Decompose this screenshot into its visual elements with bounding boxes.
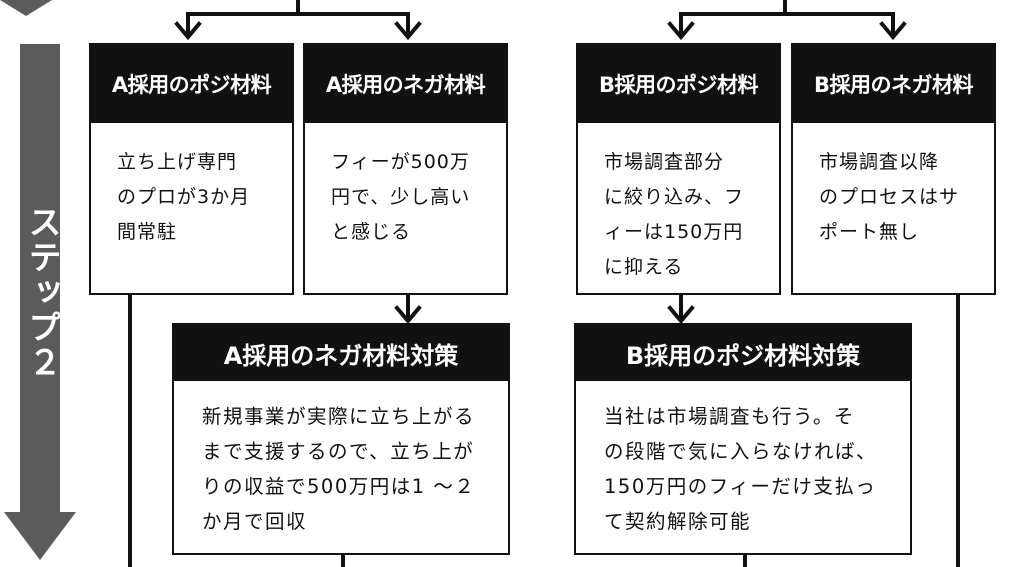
text-line: 間常駐: [117, 221, 178, 243]
b-pos-title: B採用のポジ材料: [578, 45, 779, 123]
arrow-to-b-neg: [879, 21, 907, 41]
text-line: フィーが500万: [331, 151, 470, 173]
b-neg-title: B採用のネガ材料: [793, 45, 994, 123]
text-line: に抑える: [604, 256, 684, 278]
arrow-to-a-pos: [174, 21, 202, 41]
text-line: 市場調査部分: [604, 151, 725, 173]
text-line: のプロが3か月: [117, 186, 251, 208]
text-line: 150万円のフィーだけ支払っ: [604, 475, 877, 498]
text-line: に絞り込み、フ: [604, 186, 745, 208]
text-line: 円で、少し高い: [331, 186, 471, 208]
text-line: て契約解除可能: [604, 510, 752, 533]
text-line: のプロセスはサ: [819, 186, 960, 208]
step-band: ステップ２: [0, 0, 80, 567]
a-neg-box: A採用のネガ材料 フィーが500万 円で、少し高い と感じる: [303, 43, 508, 295]
b-pos-cm-text: 当社は市場調査も行う。そ の段階で気に入らなければ、 150万円のフィーだけ支払…: [576, 381, 910, 539]
top-arrow-tip: [0, 0, 52, 16]
a-pos-text: 立ち上げ専門 のプロが3か月 間常駐: [91, 123, 292, 250]
b-neg-text: 市場調査以降 のプロセスはサ ポート無し: [793, 123, 994, 250]
a-neg-cm-text: 新規事業が実際に立ち上がる まで支援するので、立ち上が りの収益で500万円は1…: [174, 381, 508, 539]
step-arrow-shape: [0, 0, 76, 560]
band-body: [20, 44, 60, 534]
step-label: ステップ２: [23, 205, 62, 380]
text-line: 市場調査以降: [819, 151, 940, 173]
arrow-to-b-cm: [667, 305, 695, 325]
a-neg-text: フィーが500万 円で、少し高い と感じる: [305, 123, 506, 250]
text-line: 新規事業が実際に立ち上がる: [202, 405, 476, 428]
a-neg-title: A採用のネガ材料: [305, 45, 506, 123]
text-line: ポート無し: [819, 221, 920, 243]
b-pos-box: B採用のポジ材料 市場調査部分 に絞り込み、フ ィーは150万円 に抑える: [576, 43, 781, 295]
text-line: 当社は市場調査も行う。そ: [604, 405, 855, 428]
b-pos-cm-box: B採用のポジ材料対策 当社は市場調査も行う。そ の段階で気に入らなければ、 15…: [574, 323, 912, 555]
arrow-to-a-cm: [394, 305, 422, 325]
b-pos-cm-title: B採用のポジ材料対策: [576, 325, 910, 381]
b-pos-text: 市場調査部分 に絞り込み、フ ィーは150万円 に抑える: [578, 123, 779, 285]
text-line: の段階で気に入らなければ、: [604, 440, 878, 463]
text-line: と感じる: [331, 221, 412, 243]
arrow-to-a-neg: [394, 21, 422, 41]
text-line: まで支援するので、立ち上が: [202, 440, 475, 463]
a-pos-box: A採用のポジ材料 立ち上げ専門 のプロが3か月 間常駐: [89, 43, 294, 295]
b-neg-box: B採用のネガ材料 市場調査以降 のプロセスはサ ポート無し: [791, 43, 996, 295]
a-pos-title: A採用のポジ材料: [91, 45, 292, 123]
a-neg-cm-box: A採用のネガ材料対策 新規事業が実際に立ち上がる まで支援するので、立ち上が り…: [172, 323, 510, 555]
text-line: りの収益で500万円は1 ～２: [202, 475, 476, 498]
band-arrow-head: [4, 512, 76, 560]
a-neg-cm-title: A採用のネガ材料対策: [174, 325, 508, 381]
arrow-to-b-pos: [667, 21, 695, 41]
text-line: か月で回収: [202, 510, 308, 533]
text-line: 立ち上げ専門: [117, 151, 238, 173]
text-line: ィーは150万円: [604, 221, 744, 243]
